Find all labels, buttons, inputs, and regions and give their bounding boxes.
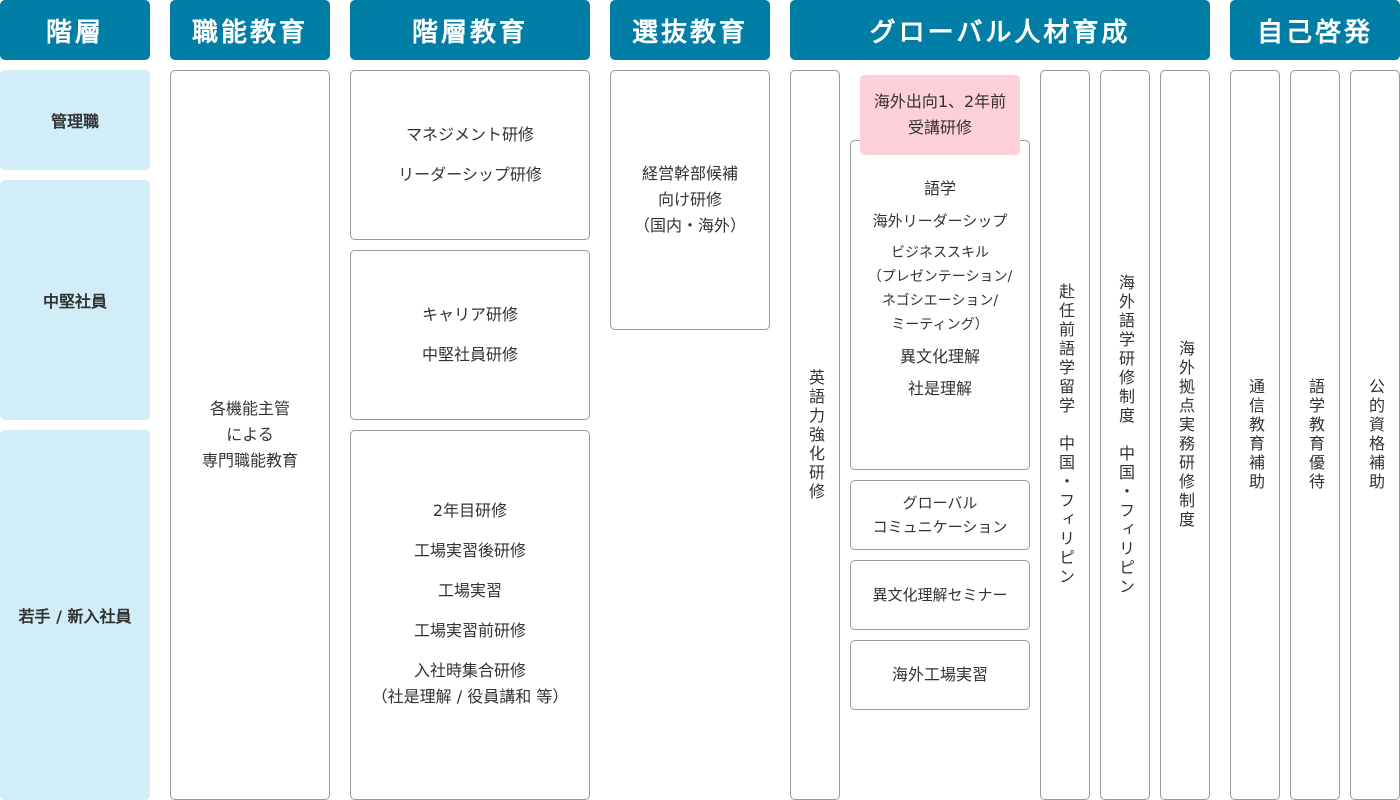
level-mid-career: 中堅社員: [0, 180, 150, 420]
cross-culture-seminar-box: 異文化理解セミナー: [850, 560, 1030, 630]
hier-item: 工場実習後研修: [413, 541, 526, 560]
hier-item: マネジメント研修: [405, 125, 534, 144]
hier-item: 工場実習前研修: [413, 621, 526, 640]
header-hierarchical-education: 階層教育: [350, 0, 590, 60]
hier-item: キャリア研修: [421, 305, 518, 324]
level-junior: 若手 / 新入社員: [0, 430, 150, 800]
overseas-base-text: 海外拠点実務研修制度: [1176, 340, 1195, 530]
hier-item: 中堅社員研修: [421, 345, 518, 364]
correspondence-text: 通信教育補助: [1246, 378, 1265, 492]
hier-manager-box: マネジメント研修 リーダーシップ研修: [350, 70, 590, 240]
hier-item: 2年目研修: [432, 501, 508, 520]
study-abroad-box: 赴任前語学留学 中国・フィリピン: [1040, 70, 1090, 800]
pre-assign-item: 社是理解: [907, 379, 972, 398]
pre-assign-item: 海外リーダーシップ: [872, 212, 1008, 230]
overseas-factory-box: 海外工場実習: [850, 640, 1030, 710]
certification-box: 公的資格補助: [1350, 70, 1400, 800]
header-functional-education: 職能教育: [170, 0, 330, 60]
selective-box: 経営幹部候補 向け研修 （国内・海外）: [610, 70, 770, 330]
language-benefit-text: 語学教育優待: [1306, 378, 1325, 492]
global-comm-box: グローバル コミュニケーション: [850, 480, 1030, 550]
correspondence-box: 通信教育補助: [1230, 70, 1280, 800]
language-program-text: 海外語学研修制度 中国・フィリピン: [1116, 273, 1135, 597]
header-selective-education: 選抜教育: [610, 0, 770, 60]
header-level: 階層: [0, 0, 150, 60]
study-abroad-text: 赴任前語学留学 中国・フィリピン: [1056, 283, 1075, 587]
language-benefit-box: 語学教育優待: [1290, 70, 1340, 800]
functional-text: 各機能主管 による 専門職能教育: [201, 399, 298, 470]
pre-assign-item: ビジネススキル （プレゼンテーション/ ネゴシエーション/ ミーティング）: [867, 245, 1013, 333]
pre-assign-item: 異文化理解: [899, 347, 980, 366]
english-training-box: 英語力強化研修: [790, 70, 840, 800]
certification-text: 公的資格補助: [1366, 378, 1385, 492]
language-program-box: 海外語学研修制度 中国・フィリピン: [1100, 70, 1150, 800]
hier-item: 工場実習: [437, 581, 502, 600]
hier-item: 入社時集合研修 （社是理解 / 役員講和 等）: [371, 661, 569, 706]
hier-junior-box: 2年目研修 工場実習後研修 工場実習 工場実習前研修 入社時集合研修 （社是理解…: [350, 430, 590, 800]
header-self-development: 自己啓発: [1230, 0, 1400, 60]
pre-assign-item: 語学: [923, 179, 956, 198]
english-training-text: 英語力強化研修: [806, 368, 825, 502]
hier-item: リーダーシップ研修: [398, 165, 542, 184]
pre-assignment-label: 海外出向1、2年前 受講研修: [860, 75, 1020, 155]
hier-mid-box: キャリア研修 中堅社員研修: [350, 250, 590, 420]
selective-text: 経営幹部候補 向け研修 （国内・海外）: [633, 164, 746, 235]
header-global-talent: グローバル人材育成: [790, 0, 1210, 60]
overseas-base-box: 海外拠点実務研修制度: [1160, 70, 1210, 800]
pre-assignment-box: 語学 海外リーダーシップ ビジネススキル （プレゼンテーション/ ネゴシエーショ…: [850, 140, 1030, 470]
global-comm-text: グローバル コミュニケーション: [872, 494, 1008, 536]
overseas-factory-text: 海外工場実習: [891, 665, 988, 684]
level-manager: 管理職: [0, 70, 150, 170]
cross-culture-seminar-text: 異文化理解セミナー: [872, 586, 1008, 604]
functional-education-box: 各機能主管 による 専門職能教育: [170, 70, 330, 800]
